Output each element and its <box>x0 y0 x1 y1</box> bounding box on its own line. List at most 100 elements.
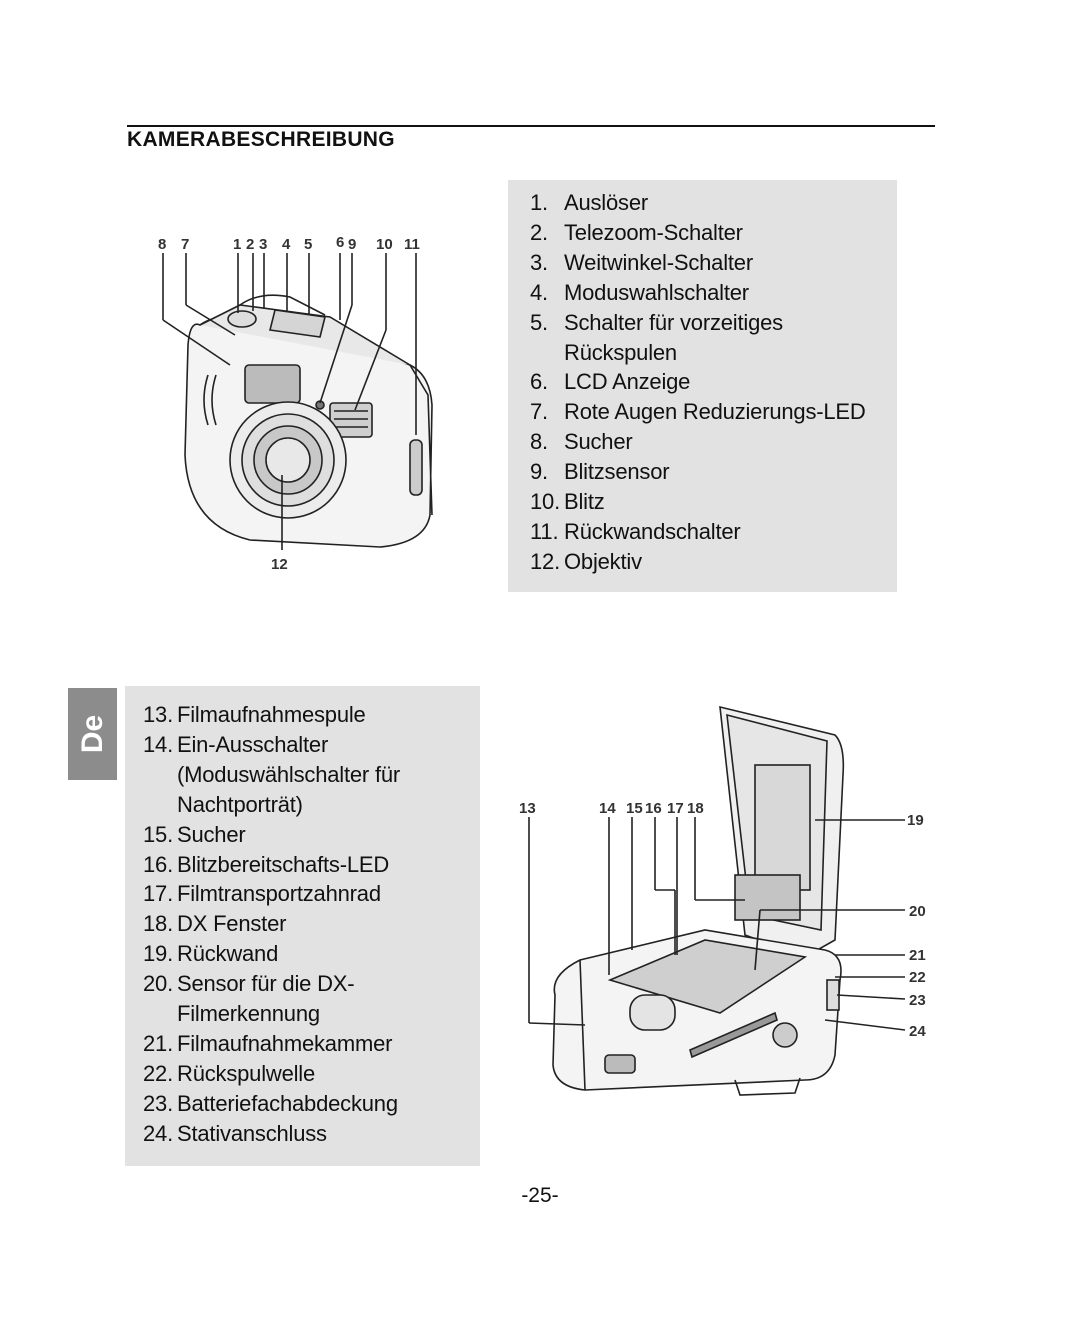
callout-1: 1 <box>233 236 241 253</box>
item-text: Filmaufnahmespule <box>177 702 366 727</box>
callout-15: 15 <box>626 800 643 817</box>
callout-20: 20 <box>909 903 926 920</box>
item-text: Filmtransportzahnrad <box>177 881 381 907</box>
page-number: -25- <box>521 1184 559 1207</box>
item-text: Blitzbereitschafts-LED <box>177 851 390 877</box>
item-number: 4. <box>530 279 548 305</box>
item-number: 21. <box>143 1030 173 1056</box>
callout-14: 14 <box>599 800 616 817</box>
callout-23: 23 <box>909 992 926 1009</box>
callout-17: 17 <box>667 800 684 817</box>
item-text: Rückwand <box>177 941 279 967</box>
front-parts-list: 1. Auslöser 2. Telezoom-Schalter 3. Weitwinke… <box>530 188 866 577</box>
item-number: 20. <box>143 971 173 997</box>
item-text: Rote Augen Reduzierungs-LED <box>564 399 866 425</box>
item-number: 17. <box>143 881 173 907</box>
list-item: 15.Sucher <box>143 820 400 850</box>
list-item: 9. Blitzsensor <box>530 457 866 487</box>
list-item: 13.Filmaufnahmespule <box>143 700 400 730</box>
list-item: 3. Weitwinkel-Schalter <box>530 248 866 278</box>
item-text: DX Fenster <box>177 911 287 937</box>
list-item: 18.DX Fenster <box>143 909 400 939</box>
item-number: 19. <box>143 941 173 967</box>
item-text: Ein-Ausschalter (Moduswählschalter für N… <box>177 731 401 817</box>
list-item: 22.Rückspulwelle <box>143 1059 400 1089</box>
item-text: Telezoom-Schalter <box>564 219 743 245</box>
camera-front-illustration: 8 7 1 2 3 4 5 6 9 10 11 12 <box>158 234 433 573</box>
callout-4: 4 <box>282 236 291 253</box>
item-text: Filmaufnahmekammer <box>177 1030 393 1056</box>
item-number: 3. <box>530 249 548 275</box>
item-text: Sucher <box>177 821 246 847</box>
back-legend-panel <box>125 686 480 1166</box>
list-item: 11.Rückwandschalter <box>530 517 866 547</box>
item-number: 11. <box>530 518 559 544</box>
item-number: 24. <box>143 1120 173 1146</box>
item-text: Auslöser <box>564 190 648 215</box>
header-rule <box>127 125 935 127</box>
item-number: 18. <box>143 911 173 937</box>
callout-2: 2 <box>246 236 254 253</box>
item-number: 9. <box>530 459 548 485</box>
callout-6: 6 <box>336 234 344 251</box>
item-number: 8. <box>530 429 548 455</box>
list-item: 2. Telezoom-Schalter <box>530 218 866 248</box>
item-number: 7. <box>530 399 548 425</box>
item-number: 2. <box>530 219 548 245</box>
list-item: 12.Objektiv <box>530 547 866 577</box>
item-text: Stativanschluss <box>177 1120 327 1146</box>
item-text: Sucher <box>564 429 633 455</box>
front-legend-panel <box>508 180 897 592</box>
item-text: Blitz <box>564 489 605 515</box>
item-text: LCD Anzeige <box>564 369 691 395</box>
item-text: Weitwinkel-Schalter <box>564 249 753 275</box>
list-item: 21.Filmaufnahmekammer <box>143 1029 400 1059</box>
item-text: Batteriefachabdeckung <box>177 1090 398 1116</box>
list-item: 7. Rote Augen Reduzierungs-LED <box>530 397 866 427</box>
item-number: 1. <box>530 190 548 215</box>
list-item: 23.Batteriefachabdeckung <box>143 1089 400 1119</box>
callout-13: 13 <box>519 800 536 817</box>
callout-24: 24 <box>909 1023 926 1040</box>
item-text: Rückspulwelle <box>177 1060 316 1086</box>
list-item: 5. Schalter für vorzeitiges Rückspulen <box>530 308 866 368</box>
callout-10: 10 <box>376 236 393 253</box>
callout-8: 8 <box>158 236 166 253</box>
list-item: 10.Blitz <box>530 487 866 517</box>
callout-5: 5 <box>304 236 312 253</box>
item-number: 15. <box>143 821 173 847</box>
callout-11: 11 <box>404 236 420 253</box>
item-text: Sensor für die DX- Filmerkennung <box>177 971 355 1027</box>
camera-back-illustration: 13 14 15 16 17 18 19 20 21 22 23 24 <box>519 705 926 1096</box>
item-text: Blitzsensor <box>564 459 670 485</box>
callout-21: 21 <box>909 947 926 964</box>
item-number: 22. <box>143 1060 173 1086</box>
list-item: 20.Sensor für die DX- Filmerkennung <box>143 969 400 1029</box>
callout-9: 9 <box>348 236 356 253</box>
list-item: 16.Blitzbereitschafts-LED <box>143 850 400 880</box>
list-item: 19.Rückwand <box>143 939 400 969</box>
item-number: 10. <box>530 489 560 515</box>
callout-12: 12 <box>271 556 288 573</box>
item-number: 14. <box>143 731 173 757</box>
list-item: 1. Auslöser <box>530 188 866 218</box>
item-number: 5. <box>530 309 548 335</box>
callout-7: 7 <box>181 236 189 253</box>
item-number: 12. <box>530 548 560 574</box>
language-tab: De <box>68 688 117 780</box>
language-tab-label: De <box>75 714 109 754</box>
callout-18: 18 <box>687 800 704 817</box>
item-text: Moduswahlschalter <box>564 279 749 305</box>
callout-19: 19 <box>907 812 924 829</box>
list-item: 4. Moduswahlschalter <box>530 278 866 308</box>
item-text: Objektiv <box>564 548 642 574</box>
item-number: 23. <box>143 1090 173 1116</box>
item-number: 16. <box>143 851 173 877</box>
list-item: 14.Ein-Ausschalter (Moduswählschalter fü… <box>143 730 400 820</box>
item-text: Schalter für vorzeitiges Rückspulen <box>564 309 783 365</box>
callout-3: 3 <box>259 236 267 253</box>
list-item: 6.LCD Anzeige <box>530 367 866 397</box>
list-item: 24.Stativanschluss <box>143 1119 400 1149</box>
page-title: KAMERABESCHREIBUNG <box>127 128 395 151</box>
